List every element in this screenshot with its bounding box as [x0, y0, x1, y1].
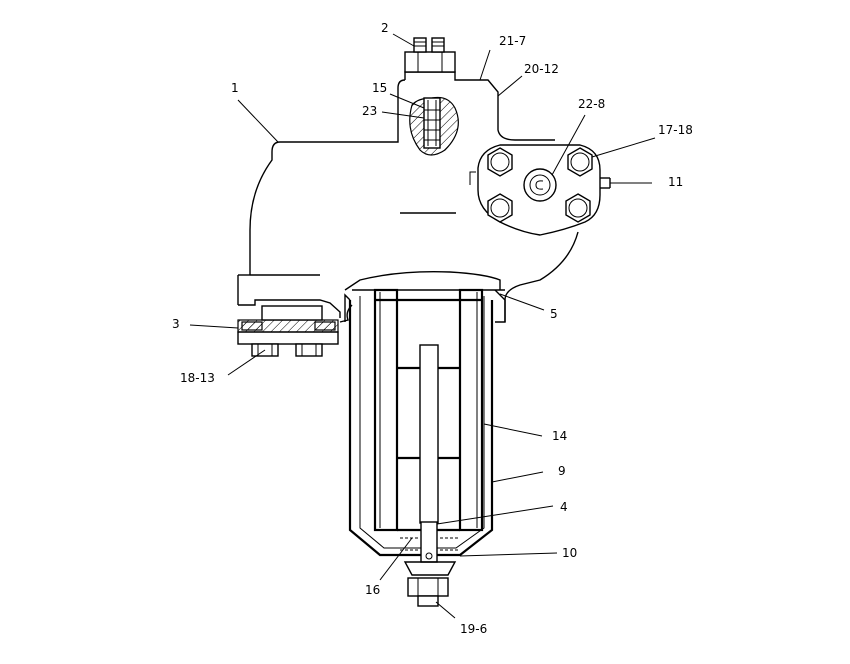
- callout-21-7: 21-7: [499, 34, 526, 48]
- filter-base-body: [237, 71, 579, 323]
- mounting-bracket: [237, 299, 341, 345]
- bracket-bolt-right: [295, 343, 323, 357]
- callout-4: 4: [560, 500, 568, 514]
- cover-bolt-top-right: [567, 147, 593, 177]
- callout-16: 16: [365, 583, 380, 597]
- callout-labels: 1 2 3 4 5 9 10 11 14 15 16 17-18 18-13 1…: [172, 21, 693, 636]
- callout-3: 3: [172, 317, 180, 331]
- center-plug: [523, 168, 557, 202]
- callout-19-6: 19-6: [460, 622, 487, 636]
- cover-bolt-bottom-left: [487, 193, 513, 223]
- callout-1: 1: [231, 81, 239, 95]
- center-tube: [397, 344, 460, 524]
- callout-22-8: 22-8: [578, 97, 605, 111]
- callout-23: 23: [362, 104, 377, 118]
- bleed-valve-section: [409, 96, 459, 156]
- leader-lines: [189, 33, 656, 619]
- callout-20-12: 20-12: [524, 62, 559, 76]
- callout-9: 9: [558, 464, 566, 478]
- callout-14: 14: [552, 429, 567, 443]
- callout-2: 2: [381, 21, 389, 35]
- callout-5: 5: [550, 307, 558, 321]
- cover-bolt-bottom-right: [565, 193, 591, 223]
- bottom-drain-nut: [403, 561, 457, 607]
- callout-18-13: 18-13: [180, 371, 215, 385]
- callout-11: 11: [668, 175, 683, 189]
- callout-10: 10: [562, 546, 577, 560]
- callout-17-18: 17-18: [658, 123, 693, 137]
- cover-bolt-top-left: [487, 147, 513, 177]
- callout-15: 15: [372, 81, 387, 95]
- top-nut-assembly: [404, 37, 456, 73]
